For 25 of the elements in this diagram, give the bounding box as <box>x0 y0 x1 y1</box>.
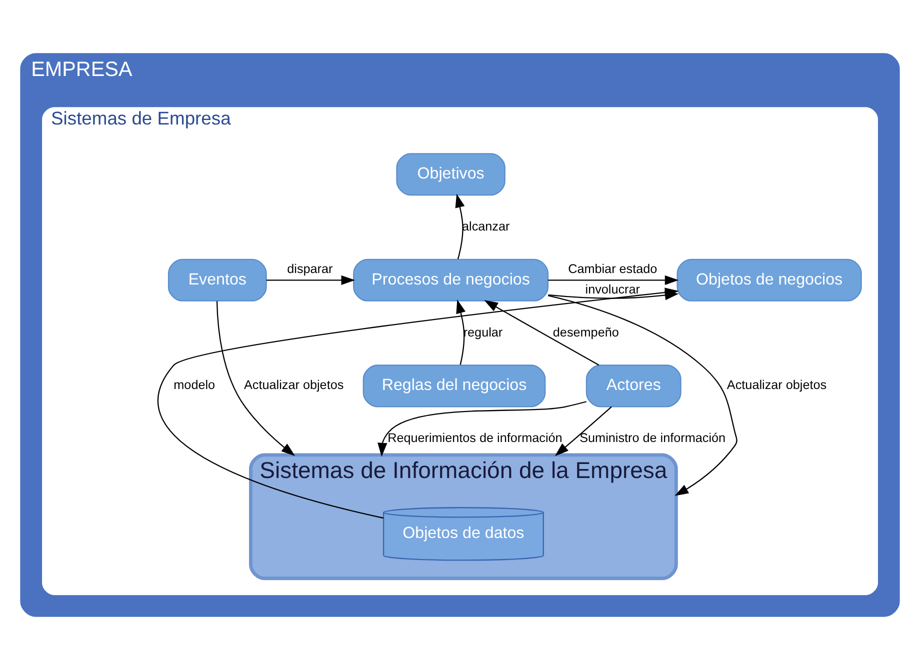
node-box: Procesos de negocios <box>353 258 549 302</box>
edge-label: Actualizar objetos <box>726 378 827 392</box>
arrow <box>456 299 466 365</box>
edge-label: desempeño <box>552 325 619 340</box>
edge-label: Actualizar objetos <box>244 378 344 392</box>
edge-label: Suministro de información <box>580 431 726 446</box>
arrow <box>266 275 356 285</box>
arrow <box>455 194 465 260</box>
arrow <box>216 301 296 456</box>
arrow <box>548 295 738 496</box>
node-box: Eventos <box>168 258 267 302</box>
edge-label: involucrar <box>585 282 640 297</box>
arrow <box>554 406 612 456</box>
edge-label: modelo <box>174 378 216 392</box>
node-box: Objetivos <box>396 153 506 196</box>
edge-label: alcanzar <box>462 220 510 234</box>
edge-label: Requerimientos de información <box>388 431 562 446</box>
node-box: Objetos de negocios <box>676 258 862 302</box>
edge-label: Cambiar estado <box>568 262 658 276</box>
node-box: Reglas del negocios <box>362 364 546 408</box>
edge-label: disparar <box>287 262 333 276</box>
arrow <box>484 300 600 366</box>
node-box: Actores <box>586 364 682 408</box>
arrow <box>378 401 587 457</box>
arrow <box>548 275 679 285</box>
